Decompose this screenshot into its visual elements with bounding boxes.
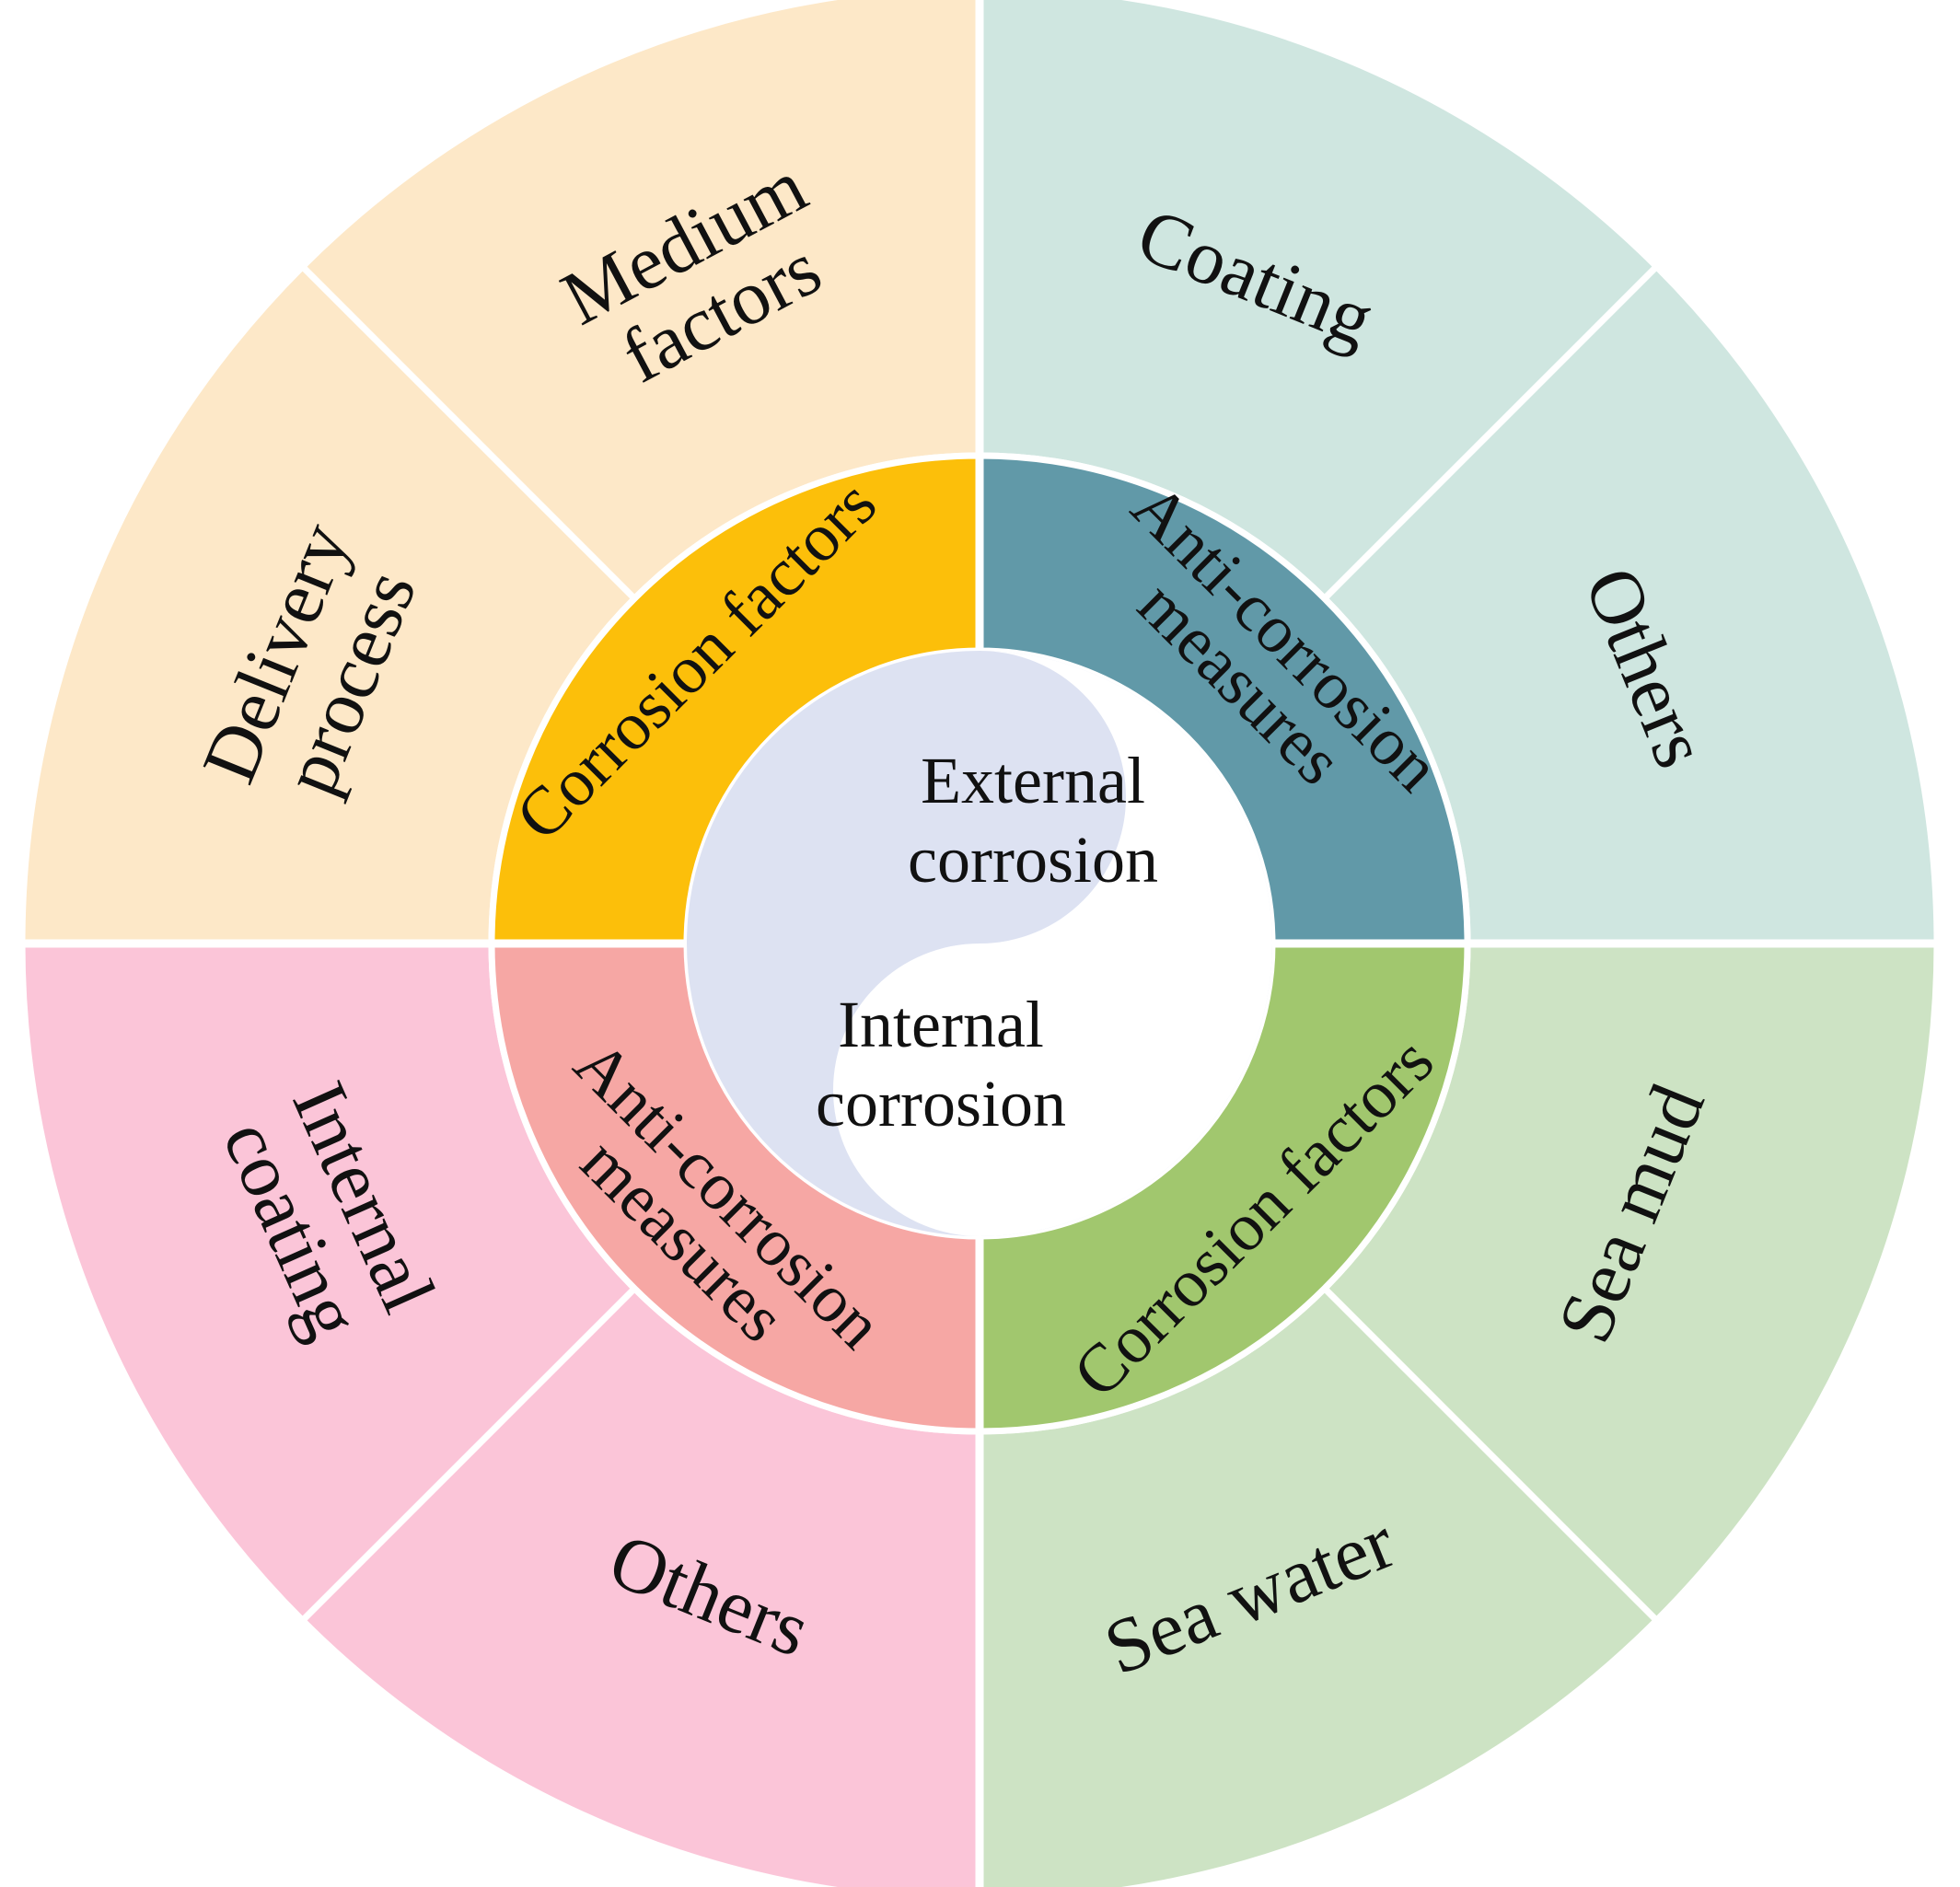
ring-dividers — [20, 0, 1939, 1887]
external-corrosion-zone — [833, 651, 1272, 1236]
external-corrosion-label-line-2: corrosion — [908, 823, 1158, 897]
outer-ring — [18, 0, 1941, 1887]
internal-corrosion-label-line-1: Internal — [838, 988, 1044, 1061]
external-corrosion-label-line-1: External — [921, 744, 1145, 817]
internal-corrosion-label-line-2: corrosion — [816, 1067, 1066, 1140]
ring-boundary — [489, 453, 1470, 1434]
yin-yang-core — [687, 651, 1272, 1236]
